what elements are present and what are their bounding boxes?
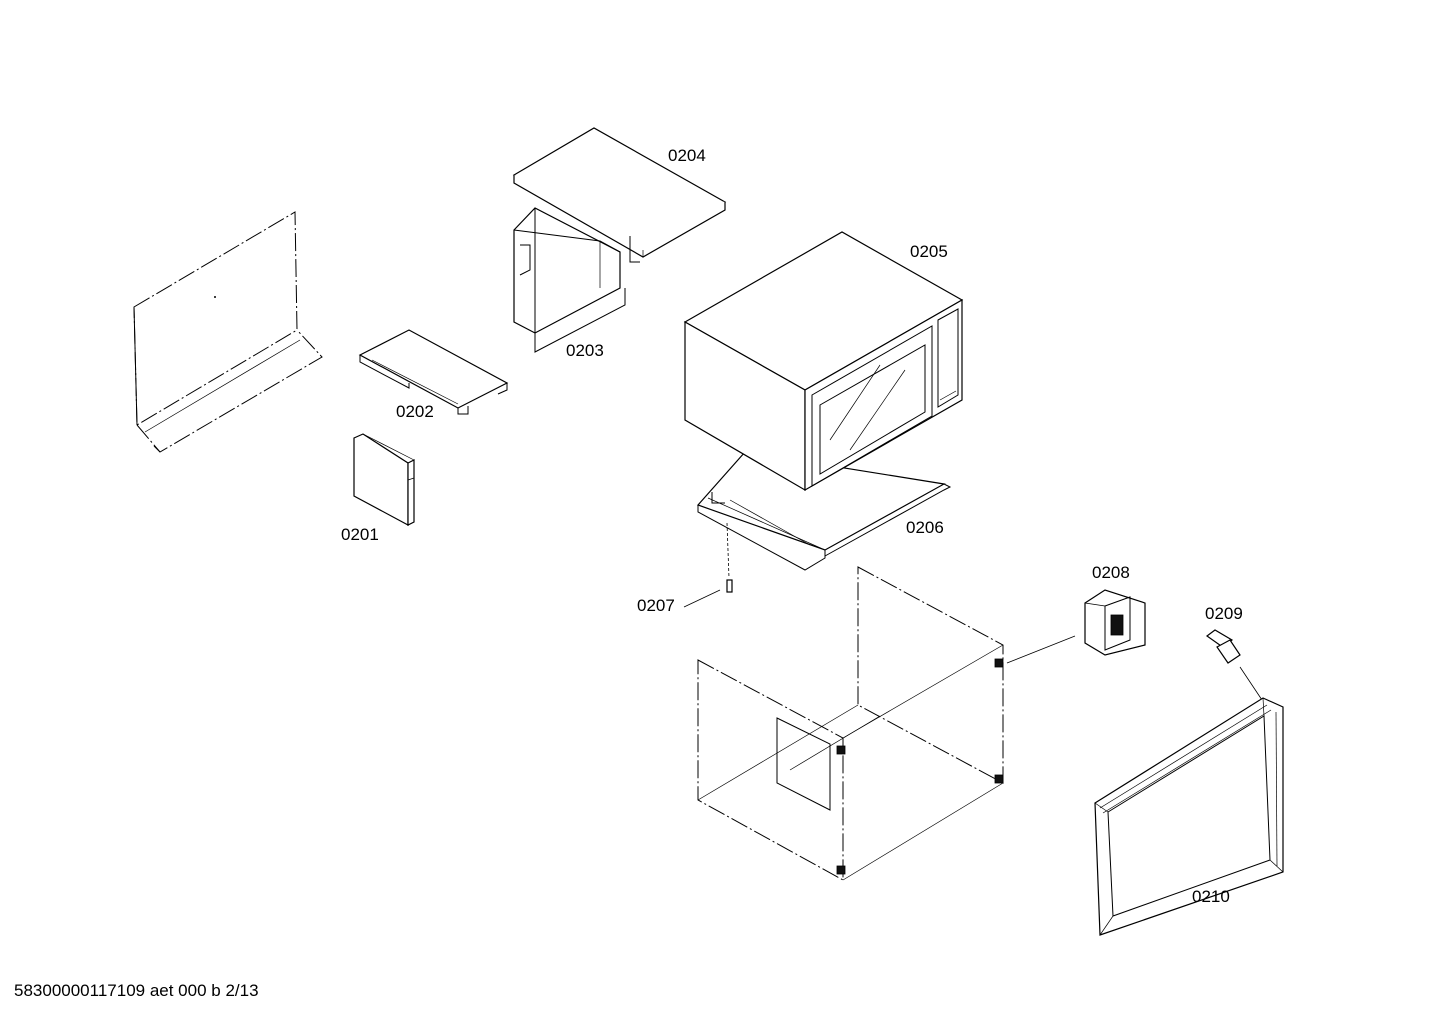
label-0206: 0206: [906, 518, 944, 537]
back-panel-shape: [133, 211, 323, 453]
cabinet-shape: [697, 566, 1076, 881]
label-0208: 0208: [1092, 563, 1130, 582]
label-0207: 0207: [637, 596, 675, 615]
part-0205-shape: [683, 231, 964, 492]
label-0209: 0209: [1205, 604, 1243, 623]
part-0201-shape: [353, 433, 415, 527]
label-0205: 0205: [910, 242, 948, 261]
label-0202: 0202: [396, 402, 434, 421]
part-0210-shape: [1094, 697, 1284, 936]
part-0208-shape: [1084, 589, 1146, 656]
part-0207-shape: [683, 522, 733, 608]
part-0203-shape: [513, 207, 626, 353]
document-reference: 58300000117109 aet 000 b 2/13: [14, 981, 259, 1000]
part-0204-shape: [512, 127, 727, 263]
label-0210: 0210: [1192, 887, 1230, 906]
label-0201: 0201: [341, 525, 379, 544]
label-0203: 0203: [566, 341, 604, 360]
label-0204: 0204: [668, 146, 706, 165]
part-0209-shape: [1205, 629, 1263, 701]
part-0202-shape: [358, 329, 509, 415]
part-0206-shape: [696, 451, 952, 571]
